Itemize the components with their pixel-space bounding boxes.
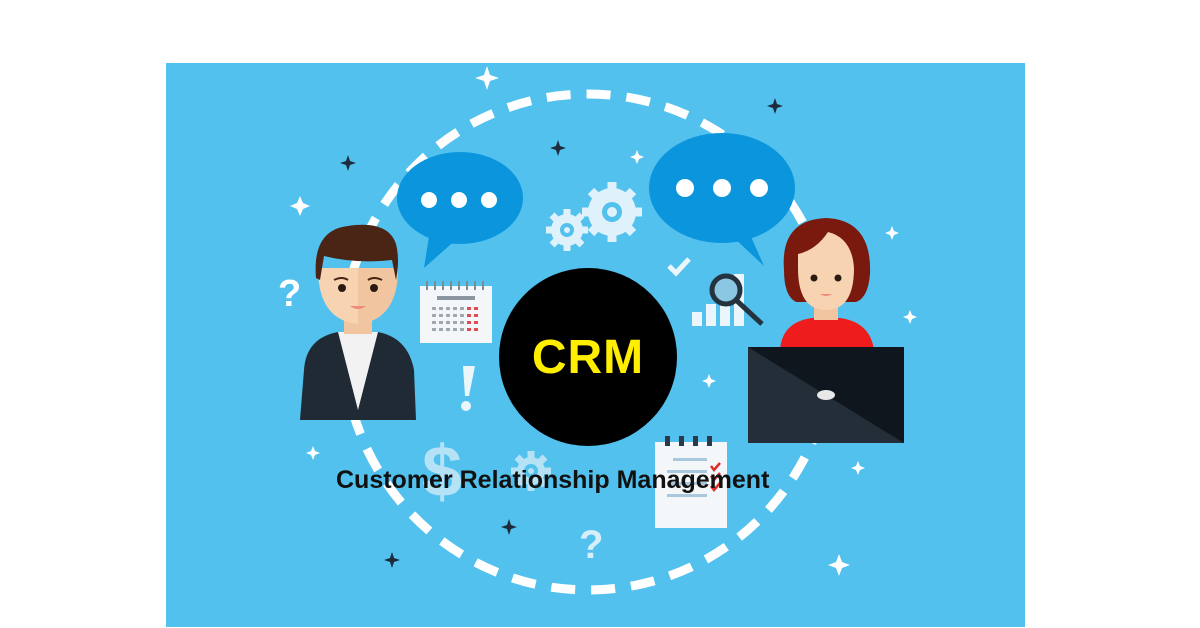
question-icon: ? bbox=[278, 273, 301, 312]
speech-bubble-icon bbox=[649, 133, 795, 266]
gears-icon bbox=[546, 182, 642, 251]
checkmark-icon bbox=[667, 257, 691, 277]
laptop-icon bbox=[748, 347, 904, 443]
subtitle: Customer Relationship Management bbox=[336, 466, 770, 494]
crm-badge: CRM bbox=[499, 268, 677, 446]
crm-title: CRM bbox=[531, 330, 645, 384]
svg-text:?: ? bbox=[278, 273, 301, 312]
exclamation-icon bbox=[461, 366, 475, 411]
gear-icon bbox=[511, 451, 551, 491]
speech-bubble-icon bbox=[397, 152, 523, 268]
svg-text:$: $ bbox=[422, 432, 462, 510]
checklist-icon bbox=[655, 436, 727, 528]
woman-avatar bbox=[780, 218, 874, 350]
calendar-icon bbox=[420, 281, 492, 343]
dollar-icon: $ bbox=[422, 432, 462, 510]
man-avatar bbox=[300, 224, 416, 420]
question-icon: ? bbox=[579, 523, 603, 564]
magnifier-chart-icon bbox=[692, 273, 764, 326]
svg-text:?: ? bbox=[579, 523, 603, 564]
